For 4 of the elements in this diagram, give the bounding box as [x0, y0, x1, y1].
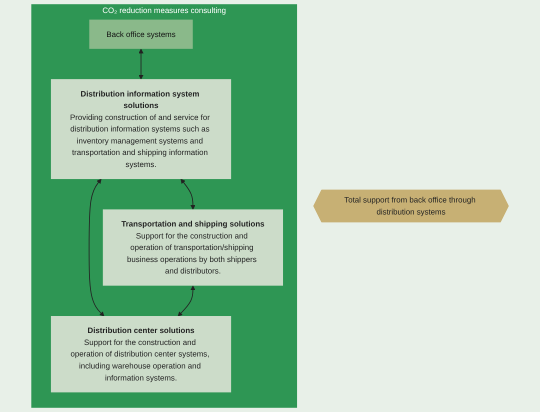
- arrow: [88, 178, 104, 317]
- arrow: [180, 178, 196, 210]
- arrow: [138, 48, 144, 80]
- arrow: [178, 285, 196, 317]
